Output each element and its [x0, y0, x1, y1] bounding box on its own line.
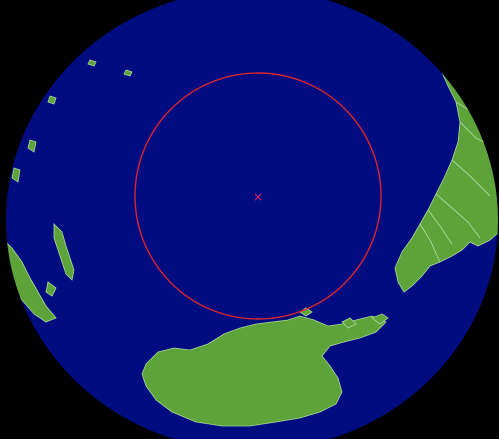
range-circle: [134, 72, 382, 320]
antarctica-landmass: [141, 315, 387, 427]
land-layer: [6, 0, 498, 427]
antarctic-islands: [299, 307, 389, 329]
point-nemo-marker[interactable]: ×: [253, 190, 263, 204]
new-zealand-landmass: [45, 223, 75, 297]
